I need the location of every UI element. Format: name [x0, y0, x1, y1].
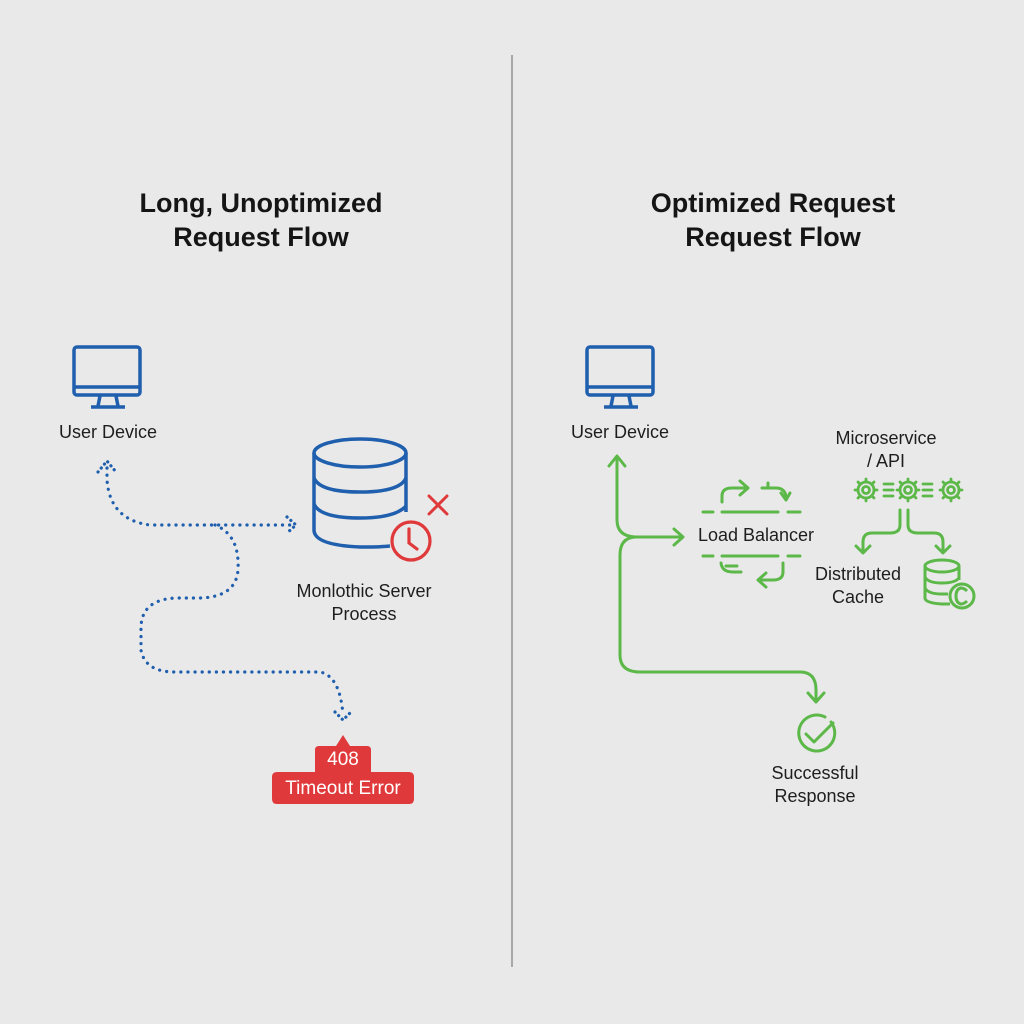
error-badge: 408 Timeout Error: [273, 744, 413, 804]
arrowhead-right: [672, 527, 685, 547]
right-user-device-label: User Device: [570, 422, 670, 442]
gear-icon: [938, 477, 964, 503]
error-code: 408: [327, 749, 359, 770]
server-label-line1: Monlothic Server: [296, 581, 432, 601]
solid-arrowheads: [607, 454, 826, 704]
dotted-request-path: [105, 466, 345, 717]
x-mark-icon: [427, 494, 449, 516]
clock-icon: [390, 520, 432, 562]
success-label-line1: Successful: [771, 763, 859, 783]
arrowhead-up: [607, 454, 627, 468]
cache-label: Distributed Cache: [803, 563, 913, 609]
solid-request-path: [615, 456, 818, 702]
gear-icon: [895, 477, 921, 503]
monitor-icon: [585, 345, 655, 409]
cache-label-line2: Cache: [831, 587, 885, 607]
success-label: Successful Response: [755, 762, 875, 808]
panel-divider: [511, 55, 513, 967]
gears-icon: [853, 477, 964, 503]
arrowhead-right: [285, 515, 299, 535]
cache-label-line1: Distributed: [814, 564, 902, 584]
left-panel-title: Long, Unoptimized Request Flow: [61, 186, 461, 254]
rotating-arrows-icon: [701, 479, 802, 589]
microservice-branch-arrows: [854, 508, 952, 555]
error-text: Timeout Error: [285, 778, 401, 799]
server-label-line2: Process: [331, 604, 397, 624]
arrowhead-down: [806, 691, 826, 704]
left-title-line2: Request Flow: [173, 222, 349, 252]
load-balancer-label: Load Balancer: [697, 525, 815, 545]
right-title-line2: Request Flow: [685, 222, 861, 252]
left-user-device-label: User Device: [58, 422, 158, 442]
right-title-line1: Optimized Request: [650, 188, 896, 218]
monitor-icon: [72, 345, 142, 409]
right-panel-title: Optimized Request Request Flow: [573, 186, 973, 254]
database-cache-icon: [923, 558, 976, 610]
success-label-line2: Response: [774, 786, 856, 806]
microservice-label-line1: Microservice: [835, 428, 937, 448]
microservice-label: Microservice / API: [826, 427, 946, 473]
server-label: Monlothic Server Process: [284, 580, 444, 626]
microservice-label-line2: / API: [866, 451, 906, 471]
arrowhead-down: [333, 710, 353, 723]
gear-icon: [853, 477, 879, 503]
database-icon: [312, 437, 408, 549]
arrowhead-up: [96, 458, 118, 474]
check-circle-icon: [797, 713, 837, 753]
error-badge-shape: [272, 735, 414, 804]
dotted-arrowheads: [96, 458, 353, 723]
left-title-line1: Long, Unoptimized: [139, 188, 383, 218]
